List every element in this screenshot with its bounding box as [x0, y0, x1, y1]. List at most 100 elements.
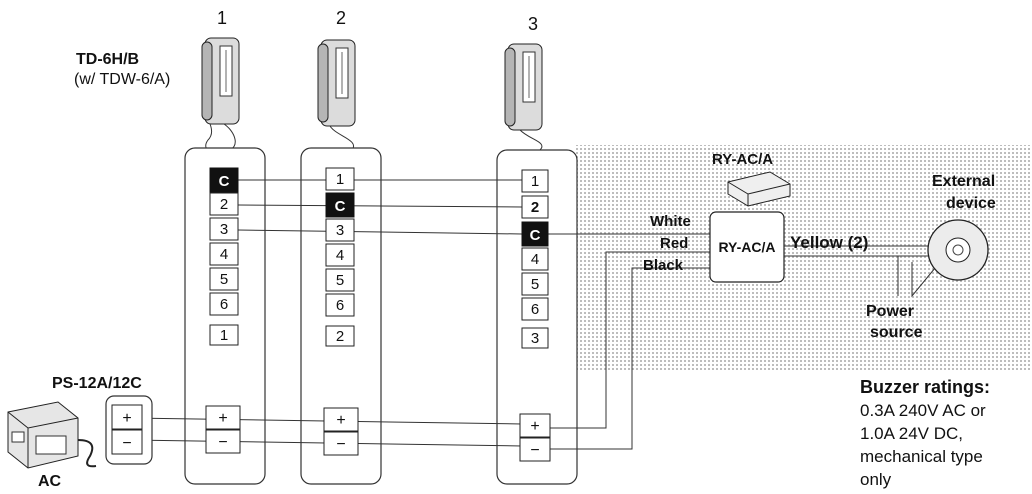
terminal-label: 2 — [531, 199, 539, 216]
wire-label-yellow: Yellow (2) — [790, 233, 868, 252]
wire-label-red: Red — [660, 235, 688, 252]
terminal-minus-label: − — [218, 434, 227, 451]
terminal-common — [521, 221, 549, 247]
power-source-line1: Power — [866, 303, 914, 320]
terminal-common — [209, 167, 239, 193]
ps-terminal-minus — [111, 429, 143, 455]
wire-label-black: Black — [643, 257, 684, 274]
terminal-label: 6 — [531, 301, 539, 318]
model-name: TD-6H/B — [76, 51, 139, 68]
station-id-box — [521, 327, 549, 349]
station-number-1: 1 — [217, 8, 227, 28]
buzzer-rating-line: 0.3A 240V AC or — [860, 401, 986, 420]
terminal — [325, 243, 355, 267]
station-panel-1 — [184, 147, 266, 485]
ps-terminal-plus-label: + — [122, 410, 131, 427]
wire-red — [550, 251, 710, 429]
terminal — [209, 192, 239, 216]
terminal — [209, 217, 239, 241]
external-device-icon — [927, 219, 989, 281]
station-id: 2 — [336, 328, 344, 345]
handset-cord-1 — [223, 123, 236, 151]
terminal-minus — [519, 437, 551, 462]
station-id: 3 — [531, 330, 539, 347]
external-device-line2: device — [946, 195, 996, 212]
terminal-label: 6 — [220, 296, 228, 313]
wire-line-3 — [237, 229, 523, 235]
terminal-label: 6 — [336, 297, 344, 314]
buzzer-rating-line: mechanical type — [860, 447, 983, 466]
terminal — [209, 242, 239, 266]
relay-box — [709, 211, 785, 283]
terminal-label: C — [335, 198, 346, 215]
terminal-minus — [205, 429, 241, 454]
terminal-label: 4 — [336, 247, 344, 264]
model-note: (w/ TDW-6/A) — [74, 71, 170, 88]
power-supply-name: PS-12A/12C — [52, 375, 142, 392]
terminal — [209, 267, 239, 291]
terminal-label: 4 — [220, 246, 228, 263]
terminal-minus-label: − — [336, 436, 345, 453]
relay-box-label: RY-AC/A — [718, 239, 775, 255]
buzzer-rating-line: 1.0A 24V DC, — [860, 424, 963, 443]
terminal — [521, 169, 549, 193]
terminal — [325, 293, 355, 317]
wire-power-source-2 — [911, 261, 941, 298]
terminal-common — [325, 192, 355, 218]
terminal — [521, 247, 549, 271]
terminal-label: 3 — [220, 221, 228, 238]
handset-cord-3 — [519, 129, 543, 151]
ps-terminal-minus-label: − — [122, 435, 131, 452]
terminal — [521, 272, 549, 296]
station-number-3: 3 — [528, 14, 538, 34]
power-source-line2: source — [870, 324, 923, 341]
handset-2 — [317, 39, 356, 127]
terminal — [325, 268, 355, 292]
terminal — [325, 167, 355, 191]
terminal-plus — [205, 405, 241, 430]
wire-label-white: White — [650, 213, 691, 230]
station-id-box — [325, 325, 355, 347]
terminal-plus — [519, 413, 551, 438]
wire-black — [550, 267, 710, 450]
terminal-plus-label: + — [336, 412, 345, 429]
handset-cord-2 — [329, 125, 355, 151]
station-number-2: 2 — [336, 8, 346, 28]
terminal-label: 2 — [220, 196, 228, 213]
terminal-plus-label: + — [530, 418, 539, 435]
wire-line-2 — [237, 204, 523, 208]
terminal — [325, 218, 355, 242]
terminal-block-3: 1 2 C 4 5 6 3 + − — [519, 169, 551, 462]
station-id-box — [209, 324, 239, 346]
ps-terminal-plus — [111, 404, 143, 430]
terminal-label: 3 — [336, 222, 344, 239]
terminal — [521, 297, 549, 321]
terminal-minus-label: − — [530, 442, 539, 459]
terminal — [521, 195, 549, 219]
terminal-block-2: 1 C 3 4 5 6 2 + − — [323, 167, 359, 456]
handset-3 — [504, 43, 543, 131]
relay-device-icon — [727, 171, 791, 207]
terminal-block-1: C 2 3 4 5 6 1 + − — [205, 167, 241, 454]
ac-label: AC — [38, 473, 62, 490]
terminal — [209, 292, 239, 316]
terminal-minus — [323, 431, 359, 456]
terminal-label: C — [530, 227, 541, 244]
terminal-label: 5 — [336, 272, 344, 289]
terminal-plus — [323, 407, 359, 432]
terminal-label: 5 — [531, 276, 539, 293]
terminal-label: C — [219, 173, 230, 190]
buzzer-ratings-title: Buzzer ratings: — [860, 377, 990, 397]
terminal-label: 1 — [336, 171, 344, 188]
terminal-label: 5 — [220, 271, 228, 288]
buzzer-rating-line: only — [860, 470, 892, 489]
terminal-plus-label: + — [218, 410, 227, 427]
terminal-label: 1 — [531, 173, 539, 190]
power-supply-unit — [7, 401, 97, 469]
relay-name: RY-AC/A — [712, 151, 773, 168]
station-id: 1 — [220, 327, 228, 344]
external-device-line1: External — [932, 173, 995, 190]
terminal-label: 4 — [531, 251, 539, 268]
handset-1 — [201, 37, 240, 155]
